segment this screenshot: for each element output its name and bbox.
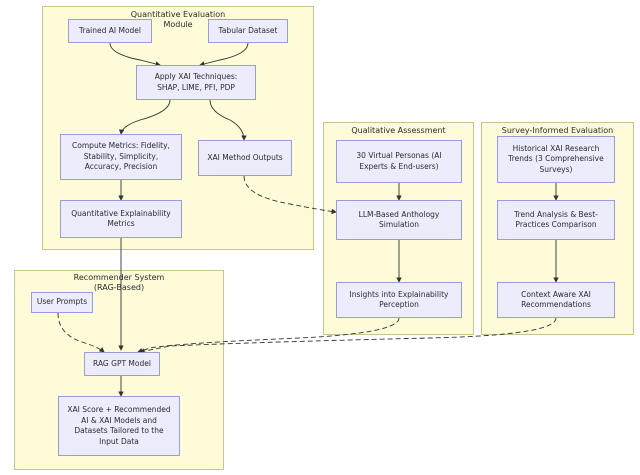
survey-cluster-title: Survey-Informed Evaluation (501, 126, 614, 135)
quant-metrics-line1: Quantitative Explainability (71, 208, 171, 218)
llm-anthology-line2: Simulation (379, 220, 419, 229)
node-historical-trends: Historical XAI Research Trends (3 Compre… (497, 136, 615, 183)
node-compute-metrics: Compute Metrics: Fidelity, Stability, Si… (60, 134, 182, 180)
xai-score-line3: Datasets Tailored to the (74, 426, 164, 435)
personas-line2: Experts & End-users) (359, 161, 439, 171)
user-prompts-line1: User Prompts (36, 297, 88, 307)
historical-line3: Surveys) (539, 164, 573, 174)
node-llm-anthology: LLM-Based Anthology Simulation (336, 200, 462, 240)
historical-line2: Trends (3 Comprehensive (508, 154, 604, 164)
compute-metrics-line3: Accuracy, Precision (84, 162, 158, 172)
xai-outputs-line1: XAI Method Outputs (207, 152, 283, 162)
node-xai-method-outputs: XAI Method Outputs (198, 140, 292, 176)
insights-line2: Perception (379, 300, 419, 309)
node-insights-explainability: Insights into Explainability Perception (336, 282, 462, 318)
node-xai-score: XAI Score + Recommended AI & XAI Models … (58, 396, 180, 456)
recommender-title-line2: (RAG-Based) (93, 283, 145, 292)
qualitative-cluster-title: Qualitative Assessment (351, 126, 446, 135)
compute-metrics-line2: Stability, Simplicity, (83, 151, 159, 161)
node-apply-xai-techniques: Apply XAI Techniques: SHAP, LIME, PFI, P… (136, 65, 256, 100)
quantitative-cluster-title: Quantitative Evaluation Module (43, 10, 313, 30)
insights-line1: Insights into Explainability (349, 289, 449, 299)
trend-analysis-line1: Trend Analysis & Best- (514, 209, 598, 219)
trend-analysis-line2: Practices Comparison (515, 220, 597, 229)
node-trained-ai-model: Trained AI Model (68, 19, 152, 43)
historical-line1: Historical XAI Research (512, 143, 600, 153)
node-tabular-dataset: Tabular Dataset (208, 19, 288, 43)
context-aware-line1: Context Aware XAI (521, 289, 591, 299)
trained-model-line1: Trained AI Model (79, 25, 141, 35)
apply-xai-line1: Apply XAI Techniques: (154, 72, 238, 81)
recommender-title-line1: Recommender System (73, 273, 165, 282)
tabular-dataset-line1: Tabular Dataset (218, 25, 278, 35)
quantitative-title-line1: Quantitative Evaluation (130, 10, 226, 19)
xai-score-line4: Input Data (99, 436, 139, 446)
xai-score-line1: XAI Score + Recommended (67, 405, 171, 414)
node-virtual-personas: 30 Virtual Personas (AI Experts & End-us… (336, 140, 462, 183)
quant-metrics-line2: Metrics (107, 219, 135, 228)
xai-score-line2: AI & XAI Models and (81, 415, 157, 425)
compute-metrics-line1: Compute Metrics: Fidelity, (72, 141, 170, 151)
node-trend-analysis: Trend Analysis & Best- Practices Compari… (497, 200, 615, 240)
node-context-aware-recommendations: Context Aware XAI Recommendations (497, 282, 615, 318)
personas-line1: 30 Virtual Personas (AI (356, 151, 442, 160)
node-user-prompts: User Prompts (31, 292, 93, 313)
rag-gpt-line1: RAG GPT Model (93, 358, 151, 368)
apply-xai-line2: SHAP, LIME, PFI, PDP (157, 82, 235, 92)
context-aware-line2: Recommendations (521, 300, 591, 309)
llm-anthology-line1: LLM-Based Anthology (358, 209, 440, 219)
quantitative-title-line2: Module (163, 20, 193, 29)
node-quantitative-metrics: Quantitative Explainability Metrics (60, 200, 182, 238)
node-rag-gpt-model: RAG GPT Model (84, 352, 160, 376)
recommender-cluster-title: Recommender System (RAG-Based) (15, 273, 223, 293)
